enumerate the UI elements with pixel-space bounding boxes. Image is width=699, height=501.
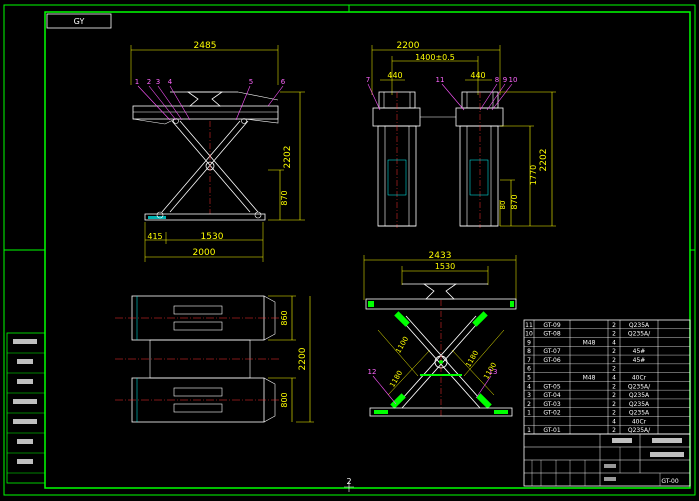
bom-cell-material: Q235A xyxy=(629,392,650,399)
end-dim-h3: 870 xyxy=(510,194,519,209)
end-dim-left: 440 xyxy=(387,71,402,80)
detail-dim-a1: 1100 xyxy=(394,335,410,354)
bom-cell-material: Q235A/ xyxy=(628,383,651,390)
bom-cell-material: Q235A/ xyxy=(628,427,651,434)
bom-cell-no: 2 xyxy=(527,401,531,408)
side-balloon-2: 2 xyxy=(147,78,151,86)
side-dim-bottom: 2000 xyxy=(193,248,216,258)
bom-cell-no: 1 xyxy=(527,427,531,434)
bom-cell-qty: 2 xyxy=(612,392,616,399)
plan-view: 860 2200 800 xyxy=(115,295,314,423)
centering-marks xyxy=(4,5,695,251)
side-dim-top: 2485 xyxy=(194,41,217,51)
bom-cell-no: 1 xyxy=(527,410,531,417)
bom-cell-no: 4 xyxy=(527,383,531,390)
left-title-strip xyxy=(6,332,46,484)
bom-cell-qty: 2 xyxy=(612,348,616,355)
bom-cell-code: GT-09 xyxy=(543,322,561,329)
side-balloon-6: 6 xyxy=(281,78,286,86)
bom-cell-code: GT-07 xyxy=(543,348,561,355)
detail-balloon-13: 13 xyxy=(489,368,498,376)
bom-cell-no: 8 xyxy=(527,348,531,355)
detail-dim-inner: 1530 xyxy=(435,262,455,271)
bom-cell-code: GT-02 xyxy=(543,410,561,417)
side-view: 2485 2202 870 415 1530 xyxy=(130,41,305,262)
end-balloon-7: 7 xyxy=(366,76,370,84)
plan-dim-w2: 800 xyxy=(280,392,289,407)
bom-cell-material: 45# xyxy=(633,348,646,355)
end-dim-h4: 80 xyxy=(499,201,507,210)
bom-cell-qty: 2 xyxy=(612,322,616,329)
bom-cell-material: 40Cr xyxy=(632,375,647,382)
bom-cell-qty: 2 xyxy=(612,357,616,364)
bom-cell-no: 9 xyxy=(527,339,531,346)
bom-cell-code: GT-04 xyxy=(543,392,561,399)
bottom-arrow-icon xyxy=(344,482,354,492)
corner-label: GY xyxy=(74,17,85,26)
bom-cell-name: M48 xyxy=(583,375,596,382)
side-dim-b2: 1530 xyxy=(201,232,224,242)
outer-border xyxy=(3,4,696,496)
bom-cell-name: M48 xyxy=(583,339,596,346)
detail-dim-a3: 1180 xyxy=(464,349,480,368)
bottom-marker: 2 xyxy=(346,477,351,486)
end-dim-h1: 2202 xyxy=(539,149,549,172)
bom-cell-qty: 2 xyxy=(612,383,616,390)
bom-cell-material: Q235A xyxy=(629,322,650,329)
end-dim-h2: 1770 xyxy=(529,165,538,185)
side-dim-b1: 415 xyxy=(147,232,162,241)
plan-dim-overall: 2200 xyxy=(298,347,308,370)
bom-cell-qty: 2 xyxy=(612,427,616,434)
bom-cell-no: 7 xyxy=(527,357,531,364)
bom-cell-material: Q235A/ xyxy=(628,331,651,338)
detail-dim-a2: 1180 xyxy=(388,369,404,388)
side-balloon-1: 1 xyxy=(135,78,139,86)
bom-cell-qty: 2 xyxy=(612,331,616,338)
end-view: 2200 1400±0.5 440 440 2202 xyxy=(366,41,556,228)
end-balloon-9: 9 xyxy=(503,76,507,84)
end-dim-middle: 1400±0.5 xyxy=(415,53,455,62)
side-balloon-3: 3 xyxy=(156,78,160,86)
end-balloon-11: 11 xyxy=(436,76,445,84)
bom-cell-no: 6 xyxy=(527,366,531,373)
bom-cell-no: 10 xyxy=(525,331,533,338)
end-balloon-8: 8 xyxy=(495,76,499,84)
side-dim-height: 2202 xyxy=(283,146,293,169)
bom-cell-qty: 4 xyxy=(612,375,616,382)
detail-view: 2433 1530 1100 1180 1180 1100 xyxy=(363,251,517,418)
bom-cell-qty: 2 xyxy=(612,410,616,417)
bom-cell-code: GT-05 xyxy=(543,383,561,390)
bom-cell-code: GT-01 xyxy=(543,427,561,434)
end-balloon-10: 10 xyxy=(509,76,518,84)
bom-cell-code: GT-03 xyxy=(543,401,561,408)
title-block: GT-00 xyxy=(523,433,691,487)
side-dim-mid: 870 xyxy=(280,190,289,205)
bom-cell-code: GT-06 xyxy=(543,357,561,364)
drawing-number: GT-00 xyxy=(661,478,679,485)
bom-cell-qty: 2 xyxy=(612,366,616,373)
side-balloon-4: 4 xyxy=(168,78,173,86)
bom-cell-material: 45# xyxy=(633,357,646,364)
bom-cell-material: Q235A xyxy=(629,410,650,417)
side-balloon-5: 5 xyxy=(249,78,253,86)
bom-cell-code: GT-08 xyxy=(543,331,561,338)
bom-cell-no: 5 xyxy=(527,375,531,382)
bom-cell-no: 11 xyxy=(525,322,533,329)
bom-cell-qty: 2 xyxy=(612,401,616,408)
bom-cell-material: 40Cr xyxy=(632,418,647,425)
end-dim-right: 440 xyxy=(470,71,485,80)
bom-cell-no: 3 xyxy=(527,392,531,399)
bom-cell-material: Q235A xyxy=(629,401,650,408)
plan-dim-w1: 860 xyxy=(280,310,289,325)
detail-balloon-12: 12 xyxy=(368,368,377,376)
bom-cell-qty: 4 xyxy=(612,339,616,346)
detail-dim-top: 2433 xyxy=(429,251,452,261)
bom-cell-qty: 4 xyxy=(612,418,616,425)
end-dim-overall: 2200 xyxy=(397,41,420,51)
corner-label-box xyxy=(46,13,112,29)
